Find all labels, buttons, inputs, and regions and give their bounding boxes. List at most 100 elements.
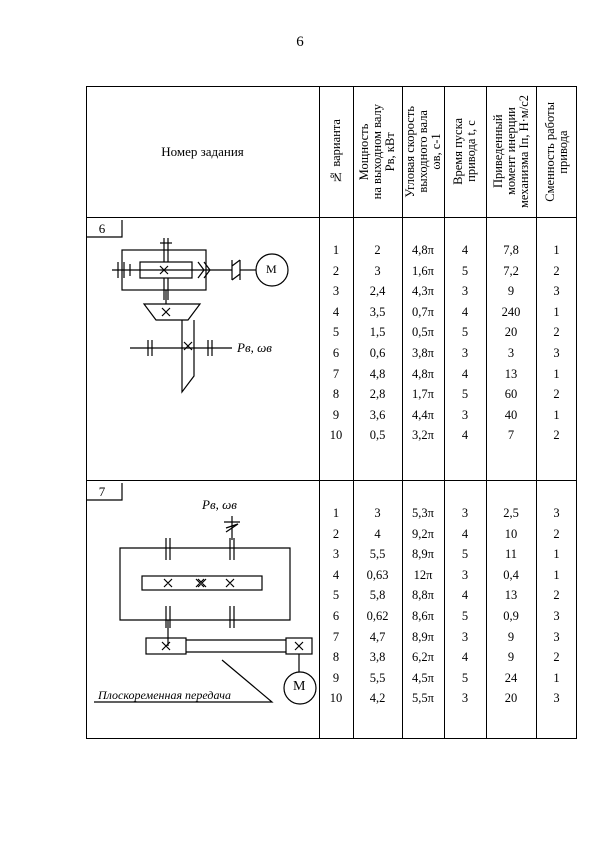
driven-pulley <box>145 637 187 655</box>
speed-cell: 6,2π <box>412 650 434 665</box>
pulley-cross <box>294 641 304 651</box>
table-frame <box>86 86 577 739</box>
variant-cell: 9 <box>332 670 340 685</box>
motor-label: M <box>266 262 277 276</box>
start-time-cell: 4 <box>461 588 469 603</box>
speed-cell: 8,9π <box>412 547 434 562</box>
inertia-cell: 7,2 <box>503 263 519 278</box>
inertia-cell: 13 <box>504 366 518 381</box>
power-cell: 4,2 <box>369 691 386 706</box>
speed-cell: 3,2π <box>412 428 434 443</box>
scheme-task-7 <box>94 516 317 705</box>
inertia-cell: 10 <box>504 526 518 541</box>
speed-cell: 0,7π <box>412 304 434 319</box>
start-time-cell: 5 <box>461 547 469 562</box>
shifts-cell: 1 <box>553 407 560 422</box>
variant-cell: 3 <box>332 547 340 562</box>
inertia-cell: 24 <box>504 670 518 685</box>
power-cell: 4,8 <box>369 366 386 381</box>
variant-cell: 5 <box>332 325 340 340</box>
shifts-cell: 1 <box>553 567 560 582</box>
belt-caption: Плоскоременная передача <box>98 688 232 702</box>
inertia-cell: 7 <box>507 428 515 443</box>
gear-cross <box>183 341 193 351</box>
power-cell: 0,6 <box>369 345 386 360</box>
variant-cell: 3 <box>332 284 340 299</box>
row-divider <box>86 480 577 481</box>
shifts-cell: 1 <box>553 670 560 685</box>
page-number: 6 <box>296 34 304 50</box>
bearing <box>147 340 153 356</box>
shifts-cell: 1 <box>553 366 560 381</box>
variant-cell: 10 <box>329 428 343 443</box>
scheme-task-6 <box>112 238 289 394</box>
motor-circle <box>255 253 289 287</box>
power-cell: 3 <box>374 263 381 278</box>
variant-cell: 8 <box>332 387 340 402</box>
bearing <box>207 340 213 356</box>
power-cell: 2 <box>374 243 381 257</box>
task-tab-outline <box>86 483 123 501</box>
inertia-cell: 20 <box>504 691 518 706</box>
bearing <box>197 261 211 279</box>
power-cell: 4 <box>374 526 381 541</box>
variant-cell: 9 <box>332 407 340 422</box>
start-time-cell: 4 <box>461 243 469 257</box>
shifts-cell: 2 <box>553 325 560 340</box>
inertia-cell: 9 <box>507 650 515 665</box>
caption-leader <box>94 659 274 703</box>
power-cell: 3,5 <box>369 304 386 319</box>
gear-lines <box>165 606 235 628</box>
variant-cell: 6 <box>332 345 340 360</box>
power-cell: 3,8 <box>369 650 386 665</box>
speed-cell: 8,9π <box>412 629 434 644</box>
shifts-cell: 2 <box>553 387 560 402</box>
power-cell: 5,5 <box>369 670 386 685</box>
variant-cell: 8 <box>332 650 340 665</box>
speed-cell: 9,2π <box>412 526 434 541</box>
shifts-cell: 2 <box>553 428 560 443</box>
power-cell: 5,5 <box>369 547 386 562</box>
shifts-cell: 3 <box>553 506 560 520</box>
start-time-cell: 3 <box>461 345 469 360</box>
speed-cell: 8,6π <box>412 608 434 623</box>
intermediate-shaft <box>141 575 263 591</box>
variant-cell: 1 <box>332 243 340 257</box>
bearing <box>117 262 131 278</box>
power-cell: 2,8 <box>369 387 386 402</box>
col-divider <box>486 86 487 739</box>
start-time-cell: 5 <box>461 263 469 278</box>
shifts-cell: 2 <box>553 650 560 665</box>
speed-cell: 5,5π <box>412 691 434 706</box>
start-time-cell: 3 <box>461 567 469 582</box>
power-cell: 3 <box>374 506 381 520</box>
power-cell: 1,5 <box>369 325 386 340</box>
speed-cell: 4,3π <box>412 284 434 299</box>
task-number: 7 <box>98 484 106 499</box>
speed-cell: 1,7π <box>412 387 434 402</box>
output-label: Pв, ωв <box>202 497 237 512</box>
motor-label: M <box>293 679 306 694</box>
inertia-cell: 9 <box>507 629 515 644</box>
col-divider <box>402 86 403 739</box>
bevel-gear <box>142 303 202 321</box>
output-coupling <box>224 521 240 533</box>
start-time-cell: 4 <box>461 650 469 665</box>
speed-cell: 4,4π <box>412 407 434 422</box>
variant-cell: 7 <box>332 629 340 644</box>
gear-cross <box>159 265 169 275</box>
start-time-cell: 4 <box>461 366 469 381</box>
col-divider <box>319 86 320 739</box>
gearbox-housing <box>119 547 291 621</box>
start-time-cell: 3 <box>461 629 469 644</box>
gear-lines <box>165 538 235 560</box>
start-time-cell: 5 <box>461 325 469 340</box>
